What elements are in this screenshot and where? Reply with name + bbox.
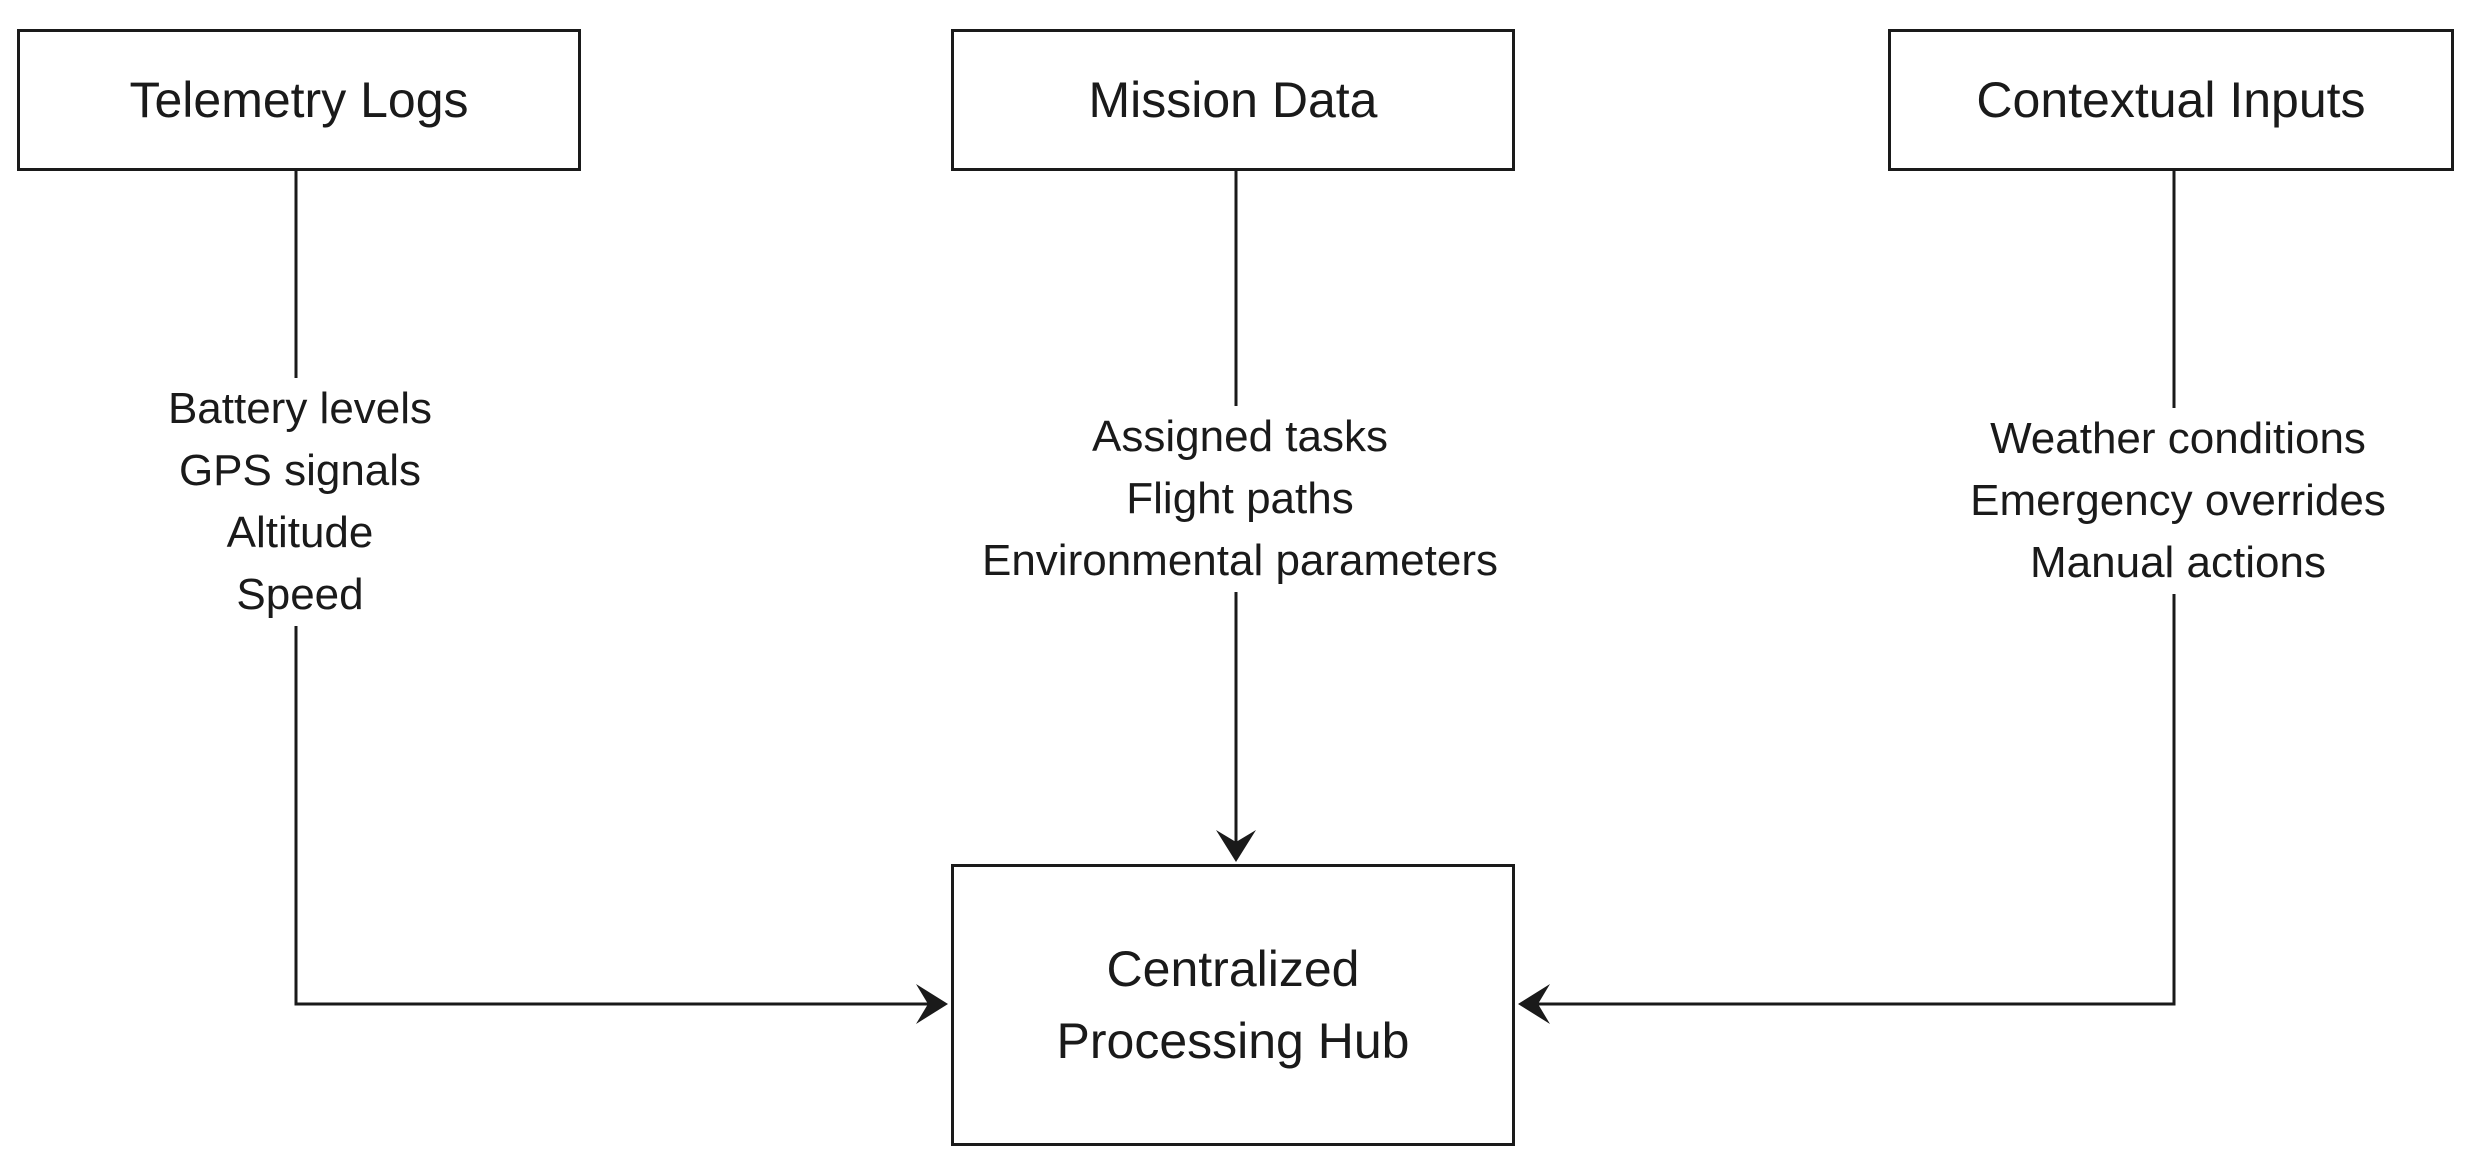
edge-label-item: Emergency overrides <box>1970 476 2386 525</box>
edge-label-item: Altitude <box>226 508 374 557</box>
node-mission-data-label: Mission Data <box>1088 71 1378 128</box>
node-telemetry-logs: Telemetry Logs <box>17 29 581 171</box>
edge-label-item: GPS signals <box>178 446 422 495</box>
arrowhead-mission <box>1216 830 1256 862</box>
node-mission-data: Mission Data <box>951 29 1515 171</box>
edge-label-mission: Assigned tasks Flight paths Environmenta… <box>926 406 1554 592</box>
edge-label-telemetry: Battery levels GPS signals Altitude Spee… <box>96 378 504 626</box>
node-hub-label-line1: Centralized <box>1106 940 1360 997</box>
edge-label-item: Environmental parameters <box>981 536 1498 585</box>
node-centralized-processing-hub: Centralized Processing Hub <box>951 864 1515 1146</box>
node-contextual-inputs-label: Contextual Inputs <box>1976 71 2366 128</box>
arrowhead-contextual <box>1518 984 1550 1024</box>
node-contextual-inputs: Contextual Inputs <box>1888 29 2454 171</box>
edge-label-item: Speed <box>236 570 364 619</box>
edge-label-contextual: Weather conditions Emergency overrides M… <box>1914 408 2442 594</box>
node-telemetry-logs-label: Telemetry Logs <box>129 71 469 128</box>
edge-label-item: Weather conditions <box>1990 414 2366 463</box>
arrowhead-telemetry <box>916 984 948 1024</box>
edge-label-item: Battery levels <box>167 384 433 433</box>
edge-label-item: Flight paths <box>1126 474 1354 523</box>
node-hub-label-line2: Processing Hub <box>1056 1013 1410 1069</box>
edge-label-item: Manual actions <box>2030 538 2326 587</box>
edge-label-item: Assigned tasks <box>1092 412 1388 461</box>
